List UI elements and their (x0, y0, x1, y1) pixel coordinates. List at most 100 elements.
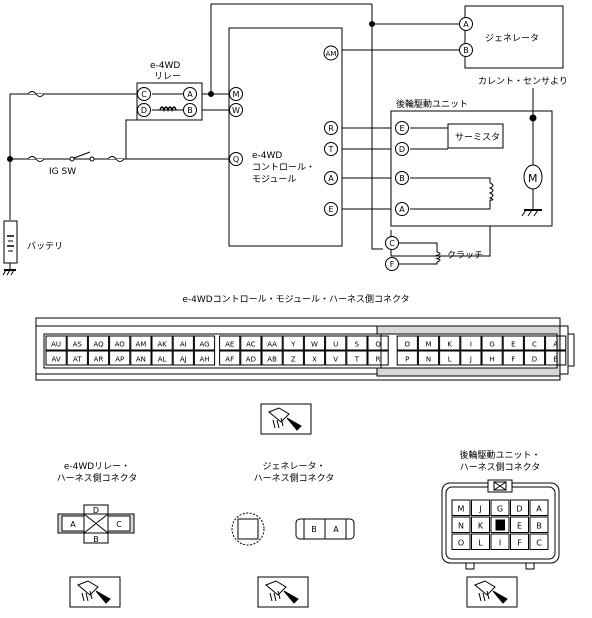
unit-connector-pin-label: A (536, 505, 542, 514)
ecu-connector-pin-label: AG (199, 341, 209, 349)
ecu-connector-cell (261, 335, 283, 351)
relay-box (136, 82, 203, 121)
ecu-connector-pin-label: AR (94, 356, 104, 364)
unit-connector-pin-label: M (458, 505, 465, 514)
unit-connector-title-1: 後輪駆動ユニット・ (459, 449, 540, 461)
ecu-pin-e: E (328, 205, 333, 214)
ecu-pin-am: AM (326, 50, 337, 58)
ecu-connector-pin-label: E (511, 341, 515, 349)
relay-pins (137, 17, 473, 271)
relay-label-2: リレー (154, 72, 181, 82)
ecu-connector-cell (193, 335, 216, 351)
unit-pin-f: F (390, 260, 395, 269)
unit-pin-a: A (399, 205, 405, 214)
ecu-connector-cell (439, 335, 461, 351)
hand-icon-generator (257, 576, 309, 608)
ecu-connector-pin-label: D (532, 356, 537, 364)
unit-connector-pin-label: G (497, 505, 503, 514)
ecu-connector-pin-label: AF (225, 356, 234, 364)
ecu-connector-cell (502, 350, 524, 366)
ecu-connector-pin-label: AV (52, 356, 61, 364)
unit-connector-pin-label: I (499, 539, 501, 548)
ecu-connector-cell (396, 335, 418, 351)
ecu-connector-pin-label: P (405, 356, 409, 364)
relay-pin-a: A (187, 90, 193, 99)
unit-connector-cell (510, 533, 529, 550)
relay-connector-title-2: ハーネス側コネクタ (57, 472, 138, 484)
ecu-connector-pin-label: O (405, 341, 411, 349)
ecu-connector-pin-label: AI (180, 341, 187, 349)
ecu-connector-pin-label: AO (115, 341, 126, 349)
ecu-pin-m: M (233, 90, 240, 99)
ecu-connector-pin-label: AB (267, 356, 277, 364)
ecu-connector-cell (261, 350, 283, 366)
ecu-connector-cell (481, 335, 503, 351)
ecu-connector-cell (523, 350, 546, 366)
unit-connector-cell (471, 516, 490, 533)
ecu-connector-cell (282, 350, 304, 366)
unit-connector-blank-pin (495, 519, 505, 531)
ecu-label-3: モジュール (252, 175, 296, 185)
unit-pin-c: C (389, 239, 395, 248)
ecu-pin-r: R (328, 124, 334, 133)
ecu-connector-cell (151, 350, 173, 366)
unit-connector-cell (529, 516, 549, 533)
unit-connector-cell (451, 533, 471, 550)
ecu-connector-cell (109, 335, 131, 351)
unit-connector-cell (529, 499, 549, 516)
hand-icon-relay (69, 576, 121, 608)
ecu-connector-cell (367, 335, 389, 351)
ecu-connector-cell (130, 350, 152, 366)
unit-connector-pin-label: B (536, 522, 542, 531)
ecu-connector-cell (439, 350, 461, 366)
ecu-pin-w: W (232, 106, 240, 115)
relay-conn-pin-b: B (93, 535, 99, 544)
unit-pin-e: E (399, 124, 404, 133)
ecu-pin-q: Q (233, 155, 239, 164)
relay-pin-b: B (187, 106, 193, 115)
unit-connector-cell (451, 516, 471, 533)
ecu-connector-cell (219, 335, 241, 351)
relay-pin-c: C (141, 90, 147, 99)
ecu-connector-pin-label: J (469, 356, 472, 364)
ecu-connector-pin-label: R (376, 356, 381, 364)
ecu-connector-pin-label: F (511, 356, 515, 364)
ecu-connector-cell (282, 335, 304, 351)
unit-pin-d: D (399, 145, 405, 154)
ecu-box (228, 27, 343, 247)
generator-pin-a: A (463, 20, 469, 29)
ecu-connector-pin-label: A (553, 341, 558, 349)
ecu-connector-pin-label: L (448, 356, 452, 364)
generator-pin-b: B (463, 46, 469, 55)
rear-unit-label: 後輪駆動ユニット (396, 98, 468, 110)
ecu-connector-pin-label: Q (375, 341, 381, 349)
ecu-connector-pin-label: AQ (93, 341, 104, 349)
hand-icon-unit (466, 576, 518, 608)
ecu-connector-cell (66, 335, 88, 351)
unit-connector-pin-label: N (458, 522, 464, 531)
unit-connector-cell (529, 533, 549, 550)
generator-connector-title-1: ジェネレータ・ (262, 461, 325, 472)
ecu-connector-cell (460, 335, 482, 351)
current-sensor-label: カレント・センサより (478, 76, 568, 87)
ecu-pin-a: A (328, 174, 334, 183)
ecu-connector-pin-label: AL (158, 356, 167, 364)
ecu-connector-cell (303, 350, 326, 366)
ecu-connector-pin-label: AD (246, 356, 256, 364)
ecu-connector-pin-label: AN (136, 356, 146, 364)
ecu-connector-cell (193, 350, 216, 366)
rear-unit-box (390, 110, 553, 227)
ecu-connector-cell (130, 335, 152, 351)
ecu-connector-cell (45, 335, 67, 351)
ecu-connector-pin-label: S (355, 341, 360, 349)
thermistor-box (447, 123, 504, 149)
unit-connector-pin-label: E (517, 522, 522, 531)
ecu-connector-pin-label: W (311, 341, 318, 349)
ecu-connector-cell (240, 335, 262, 351)
ecu-connector-cell (109, 350, 131, 366)
hand-icon-ecu (260, 403, 312, 435)
ecu-connector-pin-label: B (553, 356, 558, 364)
